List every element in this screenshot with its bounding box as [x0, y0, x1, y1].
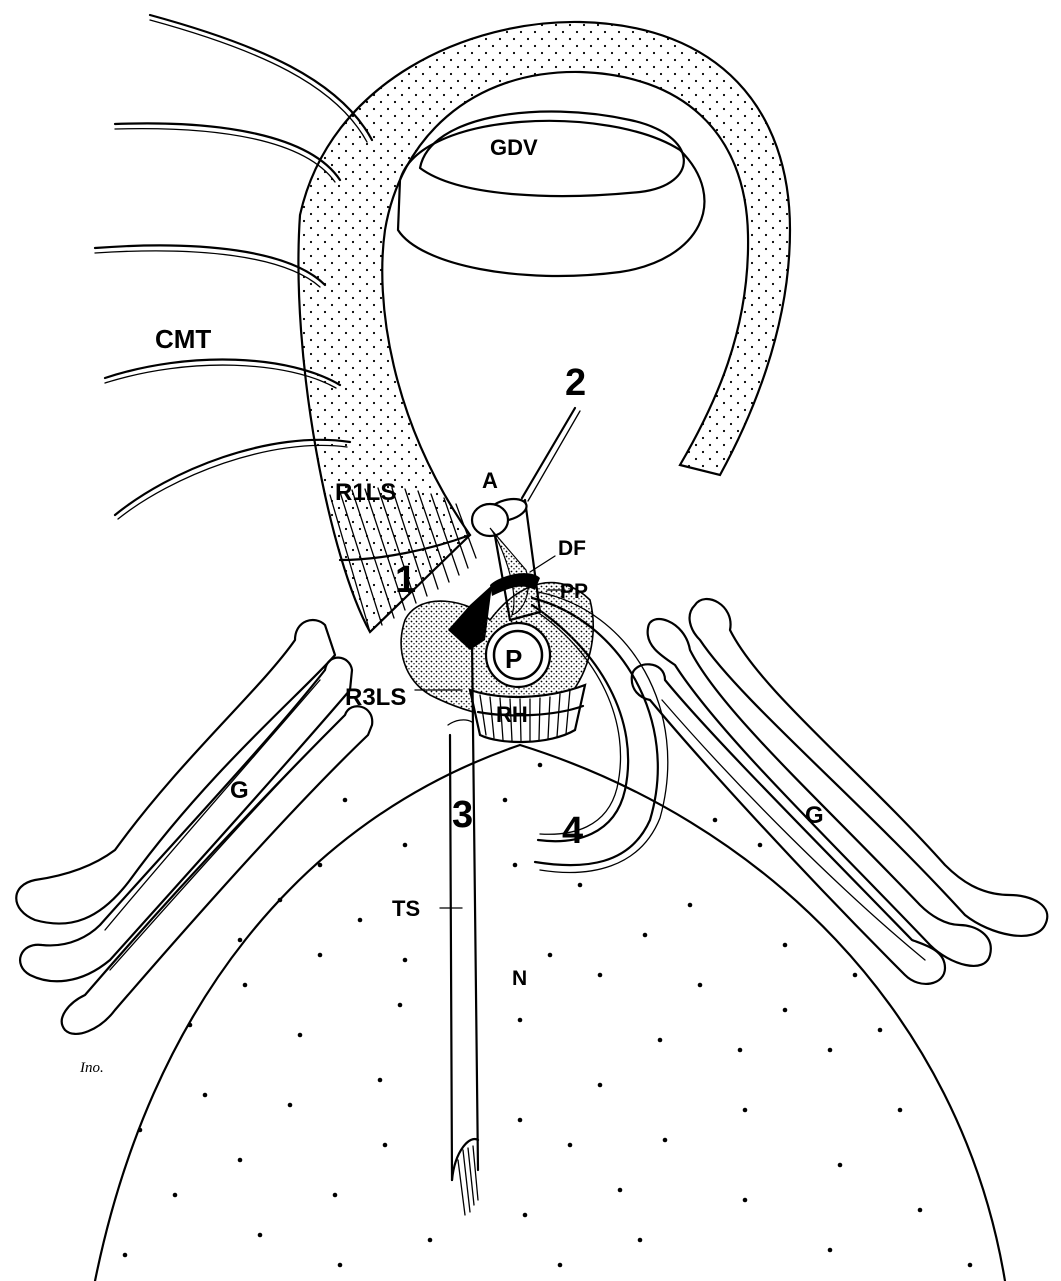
golgi-left-label: G: [230, 777, 249, 804]
gdv-label: GDV: [490, 135, 538, 160]
artist-signature: Ino.: [79, 1060, 104, 1076]
gdv-vacuole: [398, 111, 704, 275]
rootlet-1-number: 1: [395, 559, 416, 601]
rootlet-2-number: 2: [565, 362, 586, 404]
r3ls-label: R3LS: [345, 684, 406, 711]
rootlet-3: [448, 640, 478, 1215]
rootlet-2-line: [522, 408, 575, 498]
r1ls-label: R1LS: [335, 479, 396, 506]
golgi-right: [632, 599, 1048, 984]
pp-label: PP: [560, 580, 588, 603]
rootlet-2-line-inner: [528, 411, 580, 501]
df-label: DF: [558, 537, 586, 560]
n-label: N: [512, 967, 527, 990]
golgi-left: [16, 620, 372, 1034]
rh-label: RH: [496, 702, 528, 727]
golgi-right-label: G: [805, 802, 824, 829]
a-label: A: [482, 468, 498, 493]
r1-lamina: [298, 22, 790, 632]
ts-label: TS: [392, 896, 420, 921]
rootlet-4-number: 4: [562, 810, 583, 852]
p-label: P: [505, 644, 522, 674]
cmt-label: CMT: [155, 324, 211, 354]
nucleus-stipple: [123, 763, 973, 1268]
rootlet-3-number: 3: [452, 794, 473, 836]
